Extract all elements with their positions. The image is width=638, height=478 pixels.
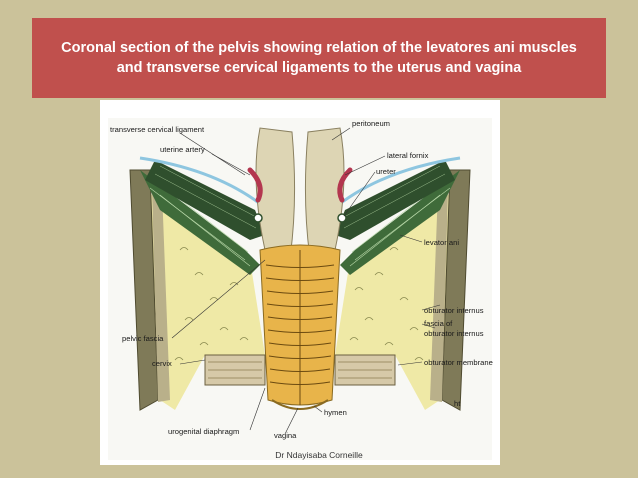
left-obturator-internus — [152, 190, 170, 402]
artist-signature: ht — [454, 399, 461, 408]
label-cervix: cervix — [152, 359, 172, 368]
label-urogenital-diaphragm: urogenital diaphragm — [168, 427, 239, 436]
title-banner: Coronal section of the pelvis showing re… — [32, 18, 606, 98]
label-levator-ani: levator ani — [424, 238, 459, 247]
label-vagina: vagina — [274, 431, 297, 440]
label-transverse-cervical-ligament: transverse cervical ligament — [110, 125, 205, 134]
leader-lines — [171, 127, 441, 435]
label-obturator-internus: obturator internus — [424, 306, 484, 315]
ligament-fibres — [154, 165, 446, 229]
label-hymen: hymen — [324, 408, 347, 417]
label-ureter: ureter — [376, 167, 396, 176]
fat-texture — [174, 247, 424, 361]
left-uterine-artery — [247, 167, 263, 203]
left-ureter — [253, 213, 263, 223]
slide-title-line-2: and transverse cervical ligaments to the… — [116, 60, 522, 76]
slide-title: Coronal section of the pelvis showing re… — [61, 38, 577, 78]
right-transverse-cervical-ligament — [335, 160, 455, 240]
slide-title-line-1: Coronal section of the pelvis showing re… — [61, 40, 577, 56]
label-fascia-obturator-internus: obturator internus — [424, 329, 484, 338]
left-transverse-cervical-ligament — [145, 160, 265, 240]
label-lateral-fornix: lateral fornix — [387, 151, 429, 160]
pelvis-diagram: transverse cervical ligament peritoneum … — [108, 118, 493, 460]
diaphragm-lines — [208, 361, 392, 379]
label-obturator-membrane: obturator membrane — [424, 358, 493, 367]
anatomy-figure: transverse cervical ligament peritoneum … — [100, 100, 500, 465]
right-obturator-internus — [430, 190, 448, 402]
label-pelvic-fascia: pelvic fascia — [122, 334, 164, 343]
slide-credit: Dr Ndayisaba Corneille — [275, 450, 363, 460]
label-peritoneum: peritoneum — [352, 119, 390, 128]
hymen — [271, 399, 329, 410]
label-uterine-artery: uterine artery — [160, 145, 205, 154]
label-fascia-of: fascia of — [424, 319, 453, 328]
right-uterine-artery — [337, 167, 353, 203]
